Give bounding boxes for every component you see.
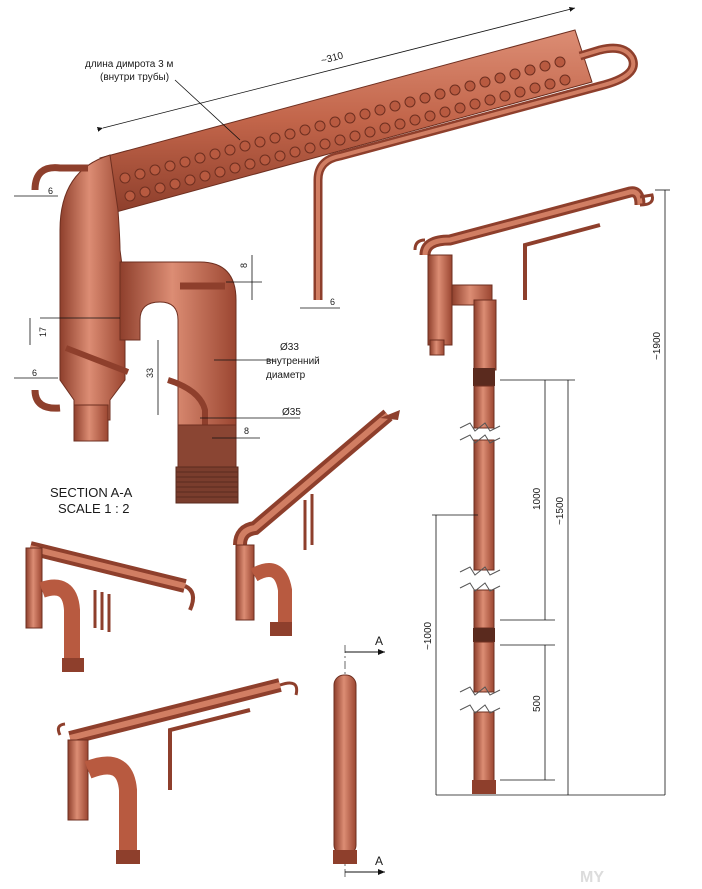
section-mark-top: A bbox=[375, 634, 383, 648]
chimney-length-label-1: длина димрота 3 м bbox=[85, 59, 173, 70]
dim-1000-right-label: 1000 bbox=[532, 487, 543, 510]
full-length-dimensions bbox=[432, 189, 670, 796]
dim-1900-label: ~1900 bbox=[652, 331, 663, 360]
section-title: SECTION A-A bbox=[50, 485, 133, 500]
dim-8-bottom-label: 8 bbox=[244, 426, 249, 436]
dim-1500-label: ~1500 bbox=[555, 496, 566, 525]
section-view: длина димрота 3 м (внутри трубы) ~310 6 … bbox=[14, 7, 638, 516]
front-view: A A bbox=[333, 634, 385, 880]
chimney-length-label-2: (внутри трубы) bbox=[100, 71, 169, 83]
watermark: MY bbox=[580, 869, 604, 886]
dim-8-top-label: 8 bbox=[239, 263, 249, 268]
inner-diameter-label-2: диаметр bbox=[266, 370, 306, 381]
dia-33-label: Ø33 bbox=[280, 342, 299, 353]
dia-35-label: Ø35 bbox=[282, 407, 301, 418]
vertical-body bbox=[31, 154, 239, 504]
isometric-view-left bbox=[25, 541, 196, 672]
dim-33-label: 33 bbox=[145, 368, 155, 378]
dim-310-label: ~310 bbox=[320, 50, 345, 67]
dim-17-label: 17 bbox=[38, 327, 48, 337]
dim-6-top-label: 6 bbox=[48, 186, 53, 196]
dim-1000-left-label: ~1000 bbox=[423, 621, 434, 650]
dim-6-mid-label: 6 bbox=[330, 297, 335, 307]
inner-diameter-label-1: внутренний bbox=[266, 356, 320, 367]
isometric-view-bottom bbox=[56, 678, 299, 864]
isometric-view-center bbox=[233, 409, 400, 636]
condenser-tube bbox=[99, 29, 638, 300]
section-mark-bottom: A bbox=[375, 854, 383, 868]
dim-500-label: 500 bbox=[532, 695, 543, 712]
dim-6-left-label: 6 bbox=[32, 368, 37, 378]
full-length-view: ~1900 ~1500 1000 ~1000 500 bbox=[413, 186, 670, 796]
section-scale: SCALE 1 : 2 bbox=[58, 501, 130, 516]
dimension-labels: длина димрота 3 м (внутри трубы) ~310 6 … bbox=[32, 50, 345, 436]
dimension-lines bbox=[14, 7, 576, 439]
